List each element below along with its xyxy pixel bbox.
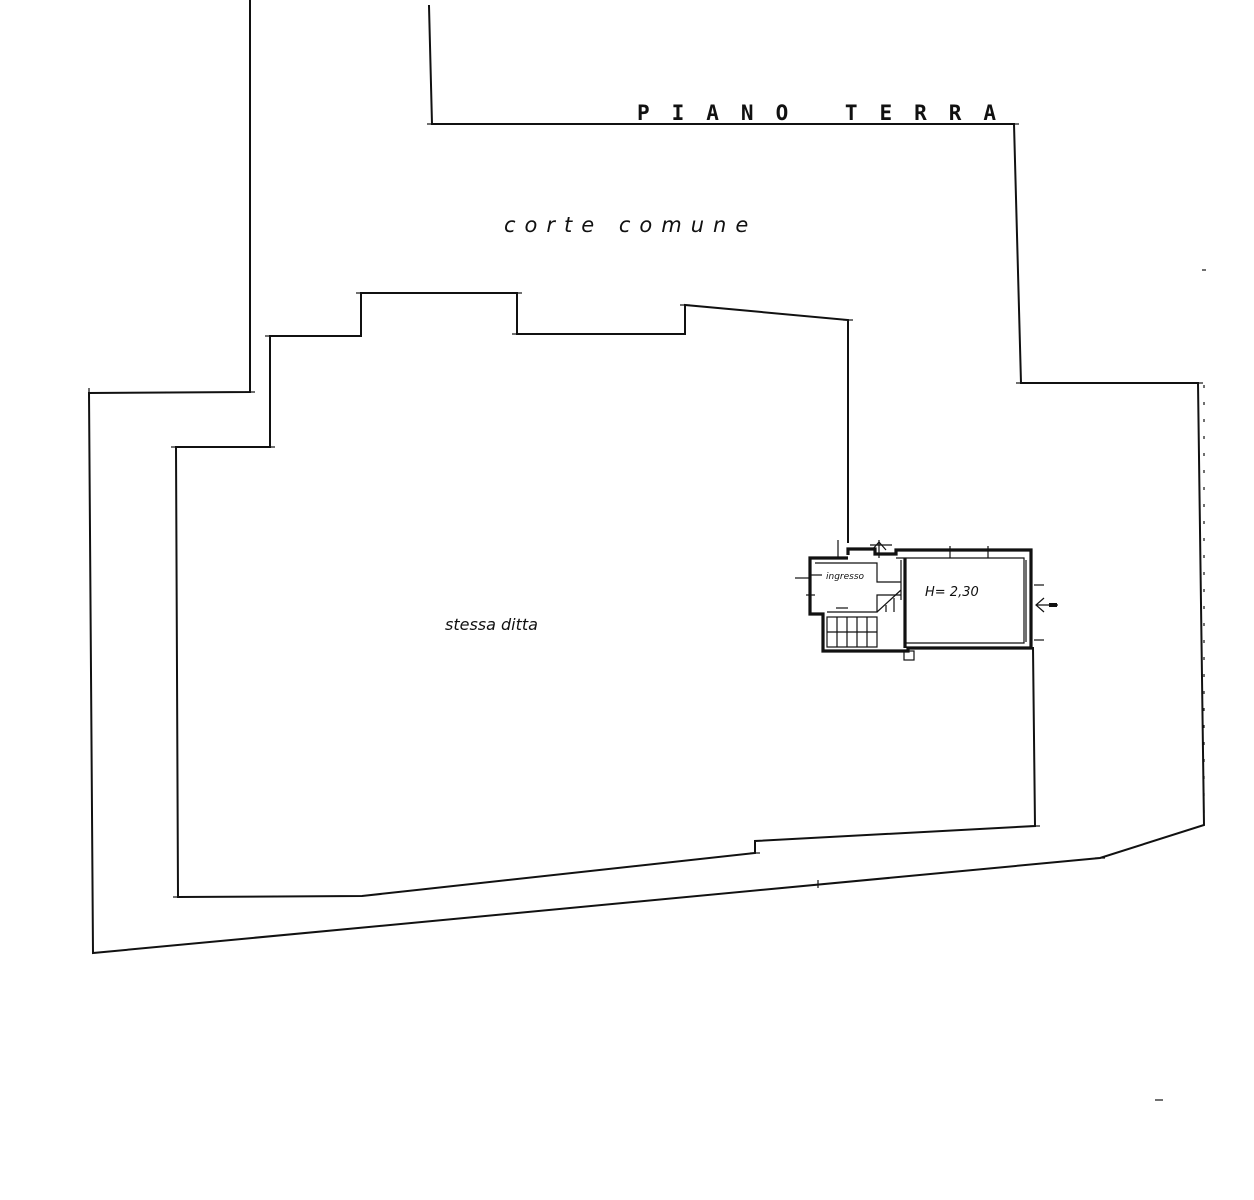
owner-area-label: stessa ditta: [445, 615, 538, 634]
room-height-label: H= 2,30: [925, 585, 979, 600]
boundary-ticks: [88, 123, 1203, 898]
side-entry-arrow-icon: [1035, 597, 1058, 613]
staircase: [826, 589, 902, 648]
plan-title: PIANO TERRA: [637, 101, 1018, 125]
entry-room-label: ingresso: [826, 572, 865, 582]
margin-scale-marks: [1155, 269, 1206, 1101]
apartment-unit: ingresso H= 2,30: [795, 540, 1058, 661]
court-boundary: [87, 0, 1206, 955]
court-area-label: corte comune: [504, 213, 757, 237]
